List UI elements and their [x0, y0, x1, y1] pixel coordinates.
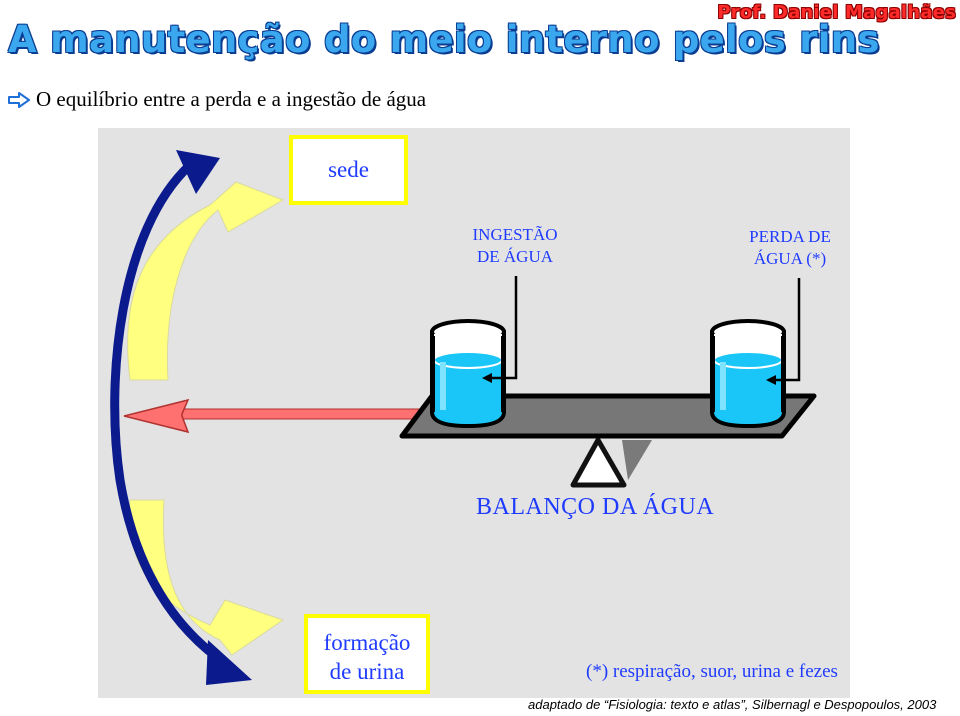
sede-box: sede	[289, 135, 408, 205]
water-glass-icon	[430, 319, 506, 429]
page-title: A manutenção do meio interno pelos rins	[8, 18, 880, 61]
yellow-arrow-upper	[127, 181, 285, 381]
balance-fulcrum	[570, 437, 627, 488]
brand-watermark: Prof. Daniel Magalhães	[717, 2, 956, 23]
red-arrowhead	[123, 398, 190, 434]
navy-arrowhead-bottom	[206, 640, 252, 685]
water-glass-icon-right	[710, 319, 786, 429]
arrow-bullet-icon	[8, 91, 30, 108]
red-arrow-shaft	[175, 408, 423, 420]
source-credit: adaptado de “Fisiologia: texto e atlas”,…	[528, 697, 937, 712]
yellow-arrow-lower	[128, 499, 285, 656]
navy-arrowhead-top	[176, 150, 220, 194]
perda-label: PERDA DE ÁGUA (*)	[749, 227, 831, 268]
balance-label: BALANÇO DA ÁGUA	[476, 494, 715, 520]
footnote: (*) respiração, suor, urina e fezes	[586, 661, 838, 682]
subtitle-text: O equilíbrio entre a perda e a ingestão …	[36, 87, 427, 111]
urina-box: formação de urina	[304, 614, 430, 694]
ingestao-label: INGESTÃO DE ÁGUA	[472, 225, 558, 266]
navy-feedback-curve	[110, 160, 233, 670]
ingestao-leader	[488, 276, 518, 380]
subtitle-row: O equilíbrio entre a perda e a ingestão …	[8, 87, 426, 112]
fulcrum-shadow	[622, 440, 652, 480]
perda-leader	[772, 278, 801, 382]
